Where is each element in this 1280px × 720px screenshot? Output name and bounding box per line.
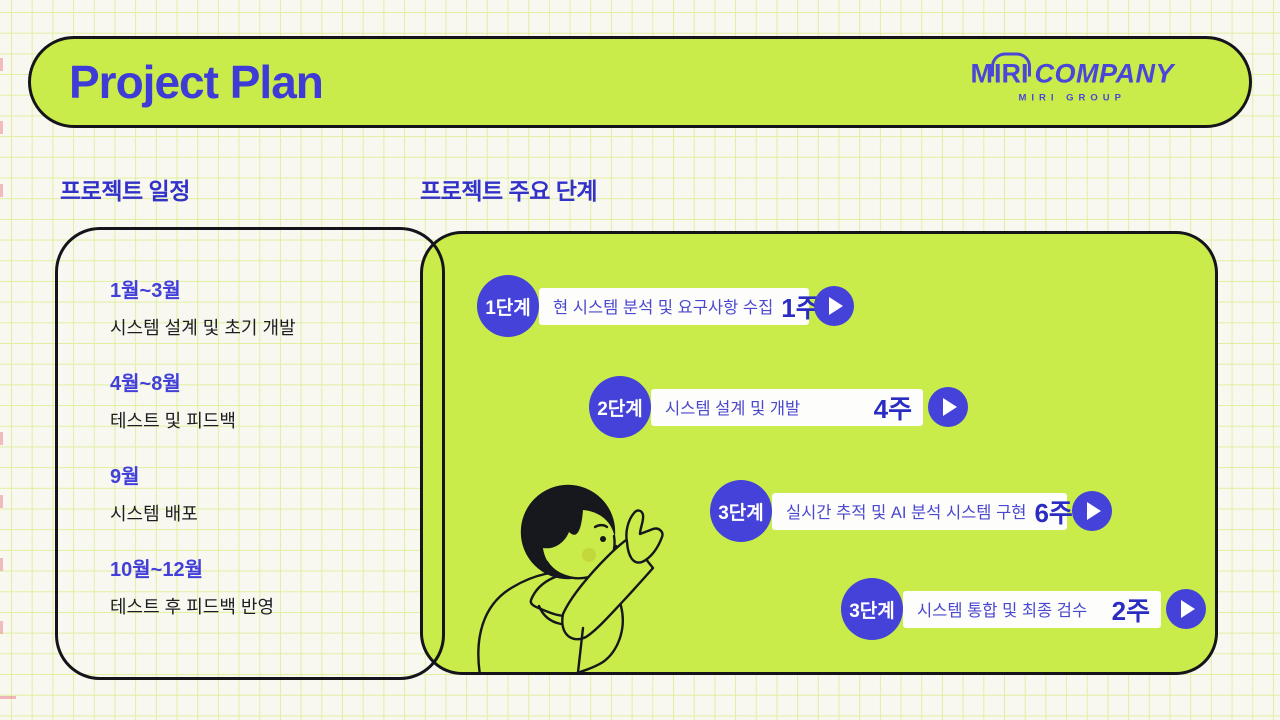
phase-3-description: 실시간 추적 및 AI 분석 시스템 구현 xyxy=(786,504,1027,522)
paper-edge-tick xyxy=(0,184,3,197)
logo-letter-m: M xyxy=(970,58,993,89)
phase-row-2: 2단계 시스템 설계 및 개발 4주 xyxy=(589,376,968,438)
phases-heading: 프로젝트 주요 단계 xyxy=(420,178,598,204)
phase-2-duration: 4주 xyxy=(873,393,912,424)
schedule-description: 테스트 및 피드백 xyxy=(110,411,236,431)
schedule-item: 9월 시스템 배포 xyxy=(110,460,422,526)
play-icon xyxy=(943,398,957,416)
schedule-item: 4월~8월 테스트 및 피드백 xyxy=(110,367,422,433)
phase-4-badge: 3단계 xyxy=(841,578,903,640)
paper-edge-tick xyxy=(0,696,16,699)
phase-3-duration: 6주 xyxy=(1034,497,1073,528)
play-button[interactable] xyxy=(1166,589,1206,629)
phase-1-badge: 1단계 xyxy=(477,275,539,337)
paper-edge-tick xyxy=(0,432,3,445)
phase-2-description: 시스템 설계 및 개발 xyxy=(665,400,801,418)
paper-edge-tick xyxy=(0,495,3,508)
phase-1-bar: 현 시스템 분석 및 요구사항 수집 1주 xyxy=(539,287,820,325)
play-button[interactable] xyxy=(1072,491,1112,531)
play-icon xyxy=(829,297,843,315)
logo-company-text: COMPANY xyxy=(1034,58,1174,89)
phase-4-duration: 2주 xyxy=(1111,595,1150,626)
phase-2-bar: 시스템 설계 및 개발 4주 xyxy=(651,388,923,426)
phase-2-badge: 2단계 xyxy=(589,376,651,438)
schedule-description: 시스템 배포 xyxy=(110,504,198,524)
logo-letters-iri: IRI xyxy=(990,52,1032,88)
phase-4-description: 시스템 통합 및 최종 검수 xyxy=(917,602,1088,620)
play-icon xyxy=(1181,600,1195,618)
schedule-description: 시스템 설계 및 초기 개발 xyxy=(110,318,296,338)
schedule-item: 10월~12월 테스트 후 피드백 반영 xyxy=(110,553,422,619)
paper-edge-tick xyxy=(0,58,3,71)
phase-row-1: 1단계 현 시스템 분석 및 요구사항 수집 1주 xyxy=(477,275,854,337)
play-icon xyxy=(1087,502,1101,520)
schedule-item: 1월~3월 시스템 설계 및 초기 개발 xyxy=(110,274,422,340)
phase-1-description: 현 시스템 분석 및 요구사항 수집 xyxy=(553,299,774,317)
schedule-period: 1월~3월 xyxy=(110,280,181,302)
logo-arch-icon xyxy=(990,52,1032,77)
phase-1-duration: 1주 xyxy=(781,292,820,323)
schedule-period: 10월~12월 xyxy=(110,559,203,581)
phases-panel: 1단계 현 시스템 분석 및 요구사항 수집 1주 2단계 시스템 설계 및 개… xyxy=(420,231,1218,675)
phase-4-bar: 시스템 통합 및 최종 검수 2주 xyxy=(903,590,1161,628)
schedule-list: 1월~3월 시스템 설계 및 초기 개발 4월~8월 테스트 및 피드백 9월 … xyxy=(58,230,442,619)
play-button[interactable] xyxy=(928,387,968,427)
play-button[interactable] xyxy=(814,286,854,326)
schedule-panel: 1월~3월 시스템 설계 및 초기 개발 4월~8월 테스트 및 피드백 9월 … xyxy=(55,227,445,680)
schedule-period: 4월~8월 xyxy=(110,373,181,395)
page-title: Project Plan xyxy=(69,56,324,108)
schedule-period: 9월 xyxy=(110,466,140,488)
paper-edge-tick xyxy=(0,558,3,571)
phase-row-3: 3단계 실시간 추적 및 AI 분석 시스템 구현 6주 xyxy=(710,480,1112,542)
phase-row-4: 3단계 시스템 통합 및 최종 검수 2주 xyxy=(841,578,1206,640)
phase-3-bar: 실시간 추적 및 AI 분석 시스템 구현 6주 xyxy=(772,492,1073,530)
pointing-person-illustration xyxy=(477,484,664,672)
paper-edge-tick xyxy=(0,121,3,134)
schedule-description: 테스트 후 피드백 반영 xyxy=(110,597,275,617)
paper-edge-tick xyxy=(0,621,3,634)
phase-3-badge: 3단계 xyxy=(710,480,772,542)
logo-subtext: MIRI GROUP xyxy=(1018,92,1126,104)
schedule-heading: 프로젝트 일정 xyxy=(60,178,190,204)
